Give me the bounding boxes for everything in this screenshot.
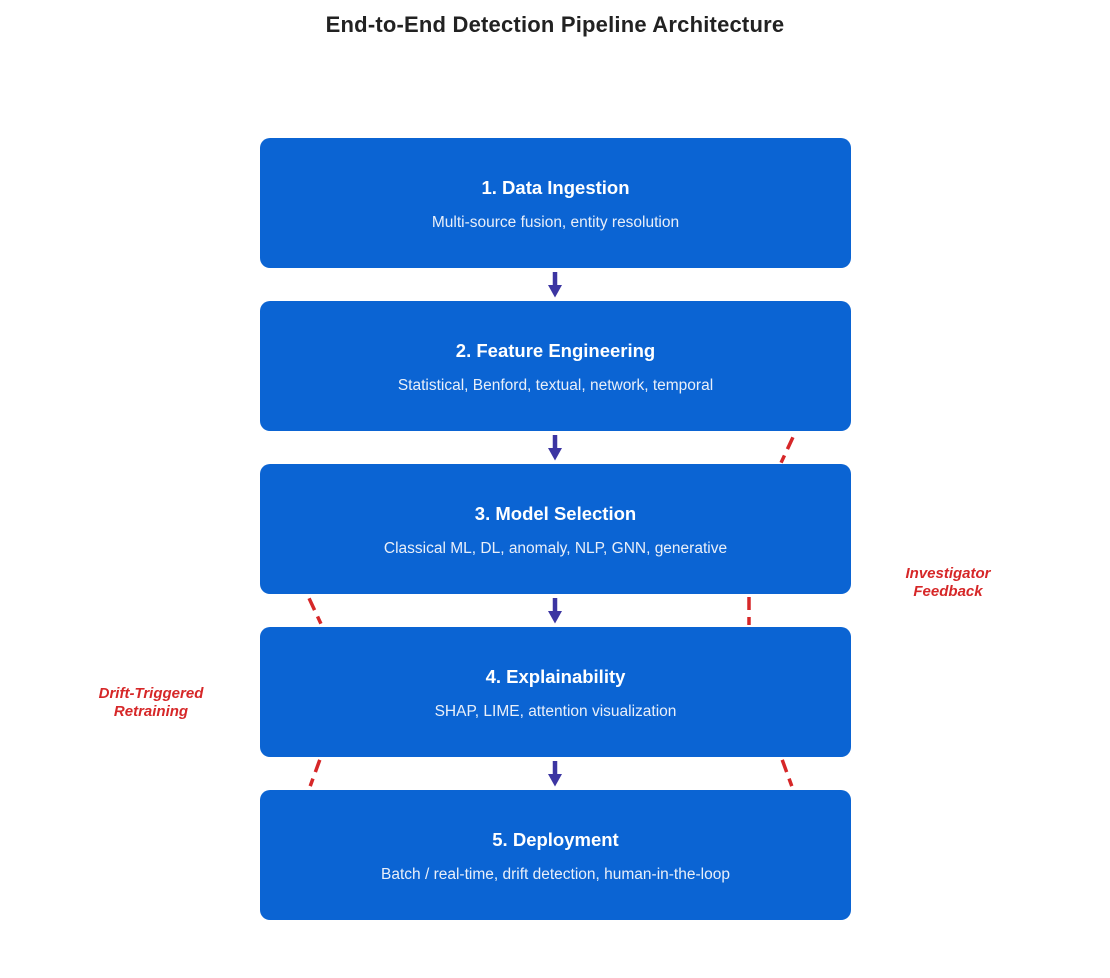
stage-title: 5. Deployment — [492, 829, 619, 850]
stage-box-data-ingestion: 1. Data Ingestion Multi-source fusion, e… — [260, 138, 851, 268]
investigator-feedback-line1: Investigator — [905, 565, 991, 582]
stage-title: 4. Explainability — [485, 666, 626, 687]
drift-retraining-line2: Retraining — [113, 703, 189, 720]
dashed-line-segment — [747, 597, 751, 625]
stage-subtitle: Classical ML, DL, anomaly, NLP, GNN, gen… — [383, 540, 728, 557]
diagram-title: End-to-End Detection Pipeline Architectu… — [325, 12, 785, 37]
investigator-feedback-line2: Feedback — [913, 583, 983, 600]
stage-subtitle: Statistical, Benford, textual, network, … — [397, 377, 714, 394]
drift-retraining-label: Drift-Triggered Retraining — [66, 685, 236, 721]
stage-box-explainability: 4. Explainability SHAP, LIME, attention … — [260, 627, 851, 757]
dashed-line-segment — [779, 436, 795, 464]
down-arrow-icon — [548, 761, 562, 787]
stage-subtitle: Multi-source fusion, entity resolution — [431, 214, 680, 231]
dashed-line-segment — [308, 759, 322, 787]
dashed-line-segment — [780, 759, 794, 787]
dashed-line-segment — [307, 597, 323, 625]
down-arrow-icon — [548, 598, 562, 624]
stage-box-deployment: 5. Deployment Batch / real-time, drift d… — [260, 790, 851, 920]
stage-subtitle: SHAP, LIME, attention visualization — [434, 703, 677, 720]
down-arrow-icon — [548, 435, 562, 461]
stage-title: 2. Feature Engineering — [455, 340, 656, 361]
investigator-feedback-label: Investigator Feedback — [863, 565, 1033, 601]
stage-title: 1. Data Ingestion — [481, 177, 630, 198]
drift-retraining-line1: Drift-Triggered — [98, 685, 204, 702]
down-arrow-icon — [548, 272, 562, 298]
stage-title: 3. Model Selection — [474, 503, 637, 524]
stage-box-feature-engineering: 2. Feature Engineering Statistical, Benf… — [260, 301, 851, 431]
stage-box-model-selection: 3. Model Selection Classical ML, DL, ano… — [260, 464, 851, 594]
stage-subtitle: Batch / real-time, drift detection, huma… — [381, 866, 730, 883]
